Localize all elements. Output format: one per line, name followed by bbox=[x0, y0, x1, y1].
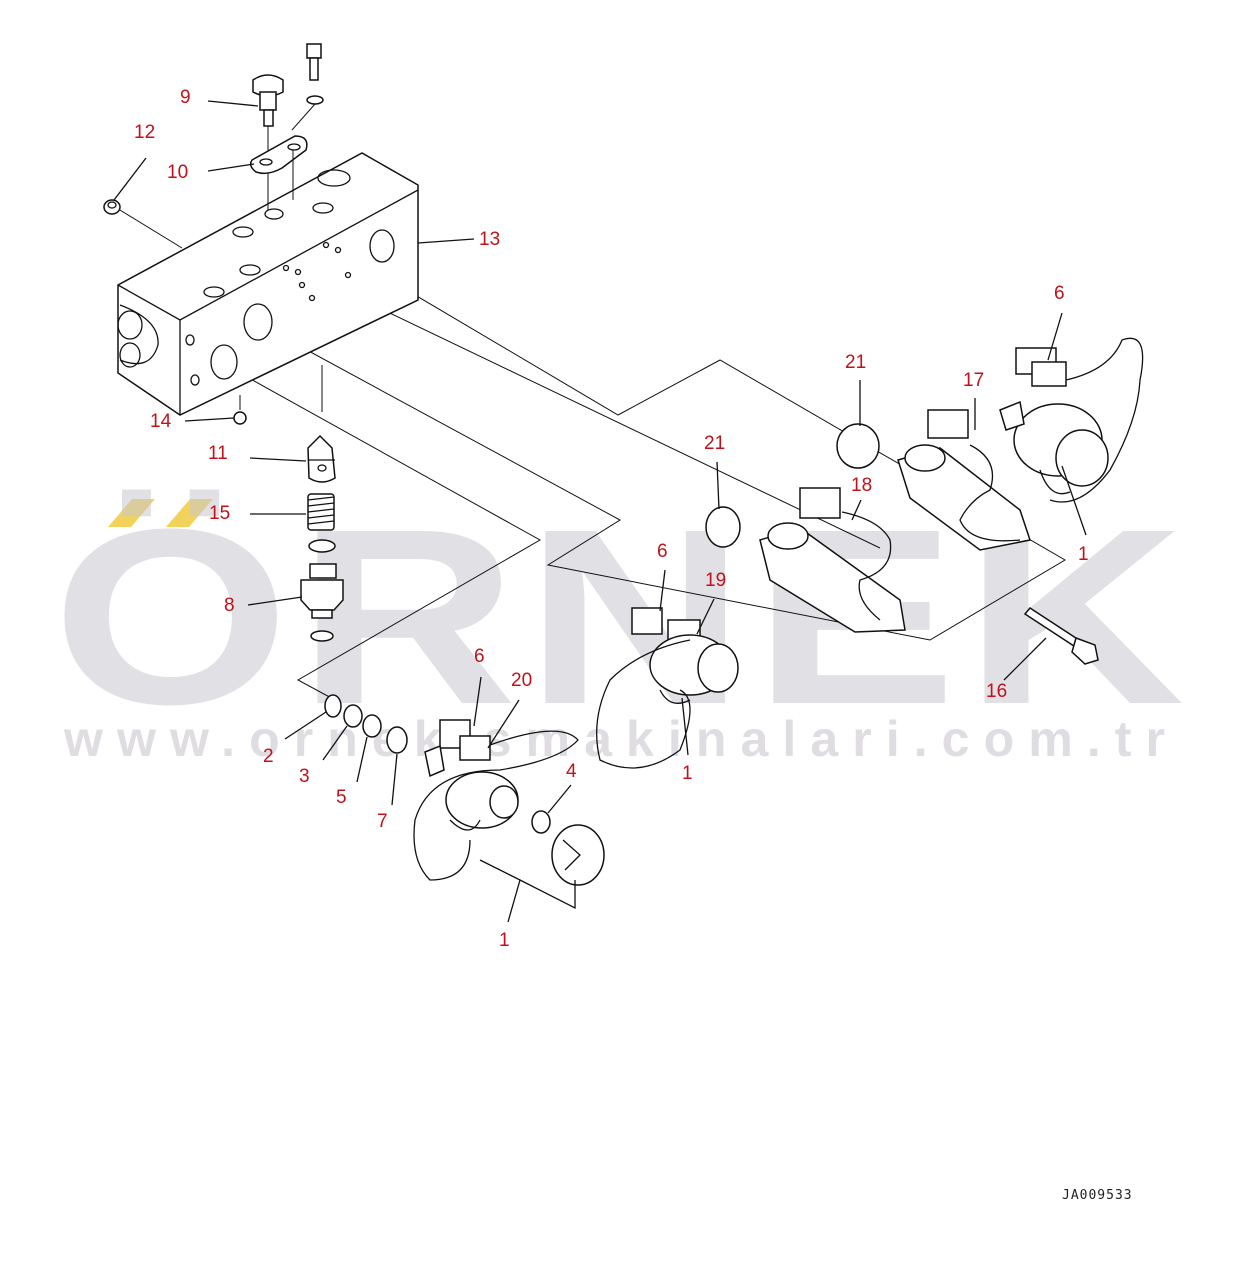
o-rings-small bbox=[324, 694, 408, 754]
housing-right bbox=[897, 409, 1031, 551]
bolt-16 bbox=[1023, 607, 1099, 665]
callout-17: 17 bbox=[963, 370, 984, 391]
callout-5: 5 bbox=[336, 787, 347, 808]
solenoid-middle bbox=[596, 607, 739, 769]
callout-13: 13 bbox=[479, 229, 500, 250]
o-rings-21 bbox=[705, 423, 880, 548]
callout-8: 8 bbox=[224, 595, 235, 616]
spool-11 bbox=[307, 434, 336, 483]
solenoid-lower bbox=[413, 719, 579, 881]
bolt-top bbox=[291, 43, 324, 131]
callout-leaders bbox=[113, 100, 1087, 923]
cap-and-ring bbox=[531, 810, 605, 886]
watermark-url: www.ornekismakinalari.com.tr bbox=[63, 711, 1179, 767]
assembly-lines bbox=[119, 209, 1066, 701]
callout-16: 16 bbox=[986, 681, 1007, 702]
bracket-10 bbox=[249, 135, 308, 200]
callout-7: 7 bbox=[377, 811, 388, 832]
watermark-accent-right bbox=[166, 499, 213, 527]
callout-19: 19 bbox=[705, 570, 726, 591]
fitting-8 bbox=[300, 539, 344, 642]
callout-4: 4 bbox=[566, 761, 577, 782]
callout-6-lower: 6 bbox=[474, 646, 485, 667]
drawing-code: JA009533 bbox=[1062, 1188, 1133, 1203]
plug-14 bbox=[233, 395, 247, 425]
callout-1-lower: 1 bbox=[499, 930, 510, 951]
callout-1-middle: 1 bbox=[682, 763, 693, 784]
callout-6-middle: 6 bbox=[657, 541, 668, 562]
callout-2: 2 bbox=[263, 746, 274, 767]
housing-middle bbox=[759, 487, 906, 633]
spring-15 bbox=[307, 493, 335, 531]
plug-12 bbox=[103, 199, 121, 215]
callout-labels: 9 12 10 13 14 11 15 8 6 21 17 1 21 18 6 … bbox=[134, 87, 1089, 951]
callout-6-right: 6 bbox=[1054, 283, 1065, 304]
callout-10: 10 bbox=[167, 162, 188, 183]
callout-21-right: 21 bbox=[845, 352, 866, 373]
callout-14: 14 bbox=[150, 411, 172, 432]
plug-9 bbox=[252, 74, 284, 210]
callout-18: 18 bbox=[851, 475, 872, 496]
callout-15: 15 bbox=[209, 503, 230, 524]
solenoid-right bbox=[999, 337, 1144, 503]
watermark-accent-left bbox=[108, 499, 155, 527]
callout-20: 20 bbox=[511, 670, 532, 691]
callout-11: 11 bbox=[208, 443, 228, 464]
valve-block bbox=[117, 152, 419, 416]
callout-9: 9 bbox=[180, 87, 191, 108]
callout-21-middle: 21 bbox=[704, 433, 725, 454]
callout-3: 3 bbox=[299, 766, 310, 787]
callout-12: 12 bbox=[134, 122, 155, 143]
callout-1-right: 1 bbox=[1078, 544, 1089, 565]
